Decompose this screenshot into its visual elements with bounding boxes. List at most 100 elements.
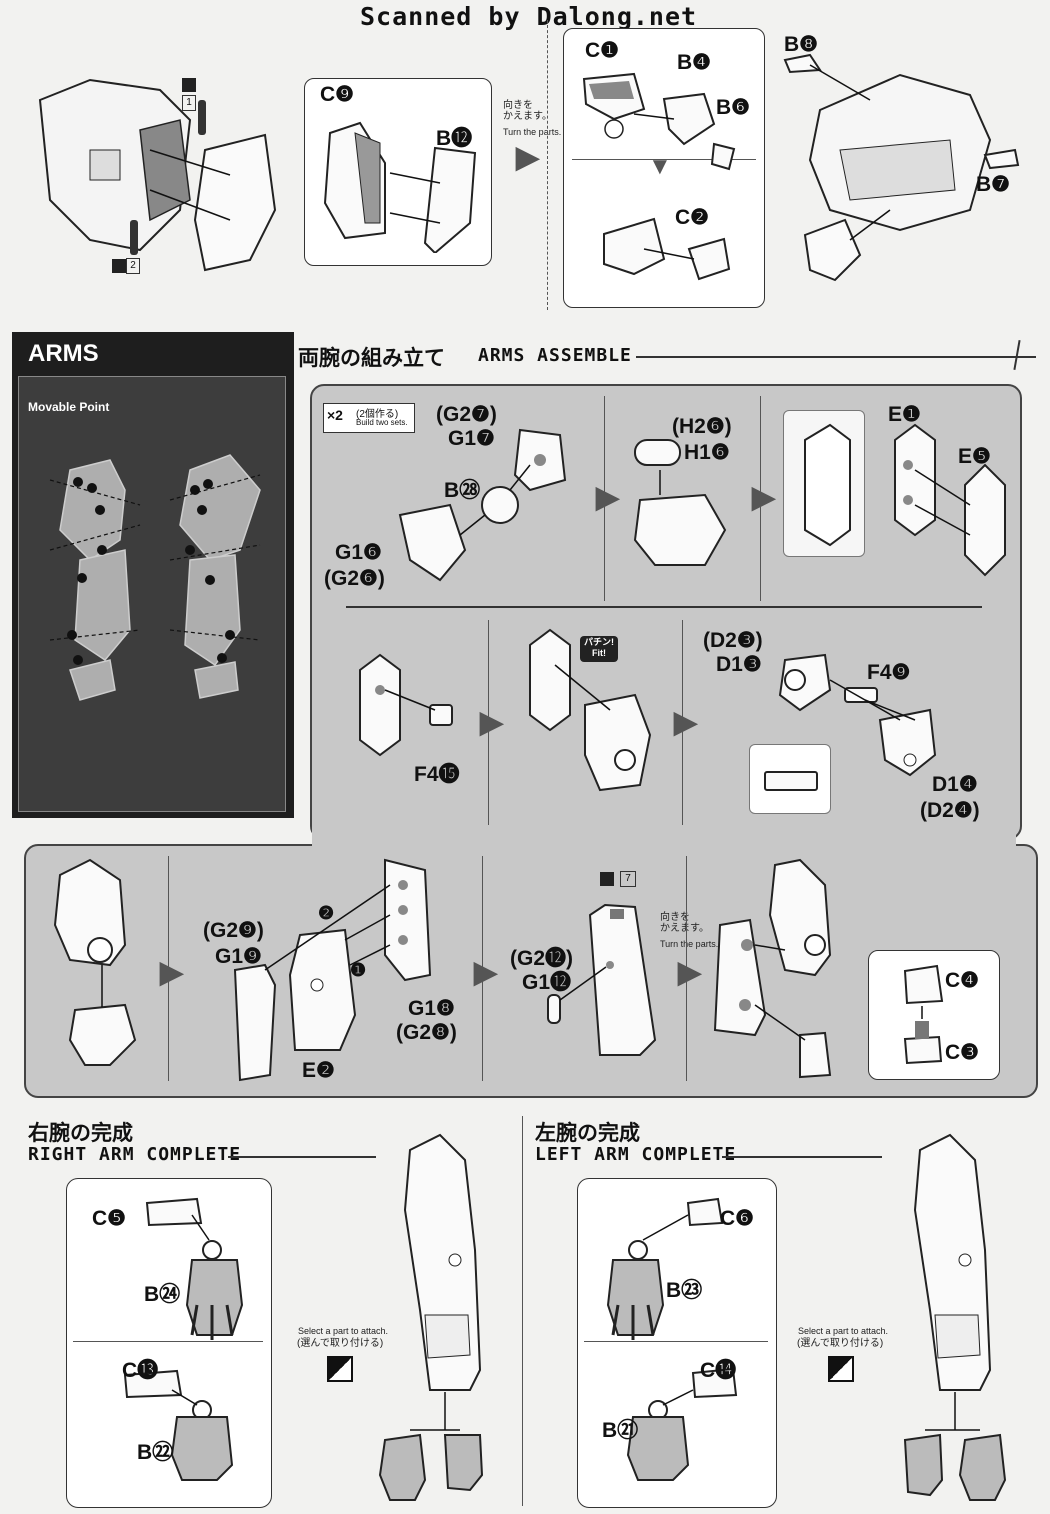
option-icon (828, 1356, 854, 1382)
step-arrow-icon: ▶ (474, 956, 498, 989)
part-label: B❹ (677, 51, 711, 74)
arms-panel-title: ARMS (28, 340, 99, 367)
arm-join-illustration (713, 858, 832, 1079)
option-icon (327, 1356, 353, 1382)
torso-illustration (38, 78, 277, 272)
callout-c9-b12 (304, 78, 492, 266)
step-arrow-icon: ▶ (480, 706, 504, 739)
part-label: D1❹ (932, 773, 978, 796)
part-label: E❷ (302, 1059, 335, 1082)
down-arrow-icon: ▼ (648, 153, 672, 180)
part-label: F4⓯ (414, 763, 460, 786)
upper-arm-step-1-illustration (398, 428, 567, 582)
part-label: B㉓ (666, 1279, 703, 1302)
armor-plate-illustration (804, 423, 1006, 577)
build-two-badge: ×2 (2個作る) Build two sets. (323, 403, 415, 433)
part-label: (D2❸) (703, 629, 763, 652)
detail-inset (749, 744, 831, 814)
part-label: G1⓬ (522, 971, 572, 994)
divider (73, 1341, 263, 1342)
select-note-jp: (選んで取り付ける) (797, 1338, 884, 1349)
step-number: ❷ (318, 903, 335, 923)
step-arrow-icon: ▶ (678, 956, 702, 989)
step-arrow-icon: ▶ (674, 706, 698, 739)
part-label: C❻ (720, 1207, 754, 1230)
part-label: B㉔ (144, 1283, 181, 1306)
part-label: C❷ (675, 206, 709, 229)
part-label: G1❽ (408, 997, 455, 1020)
select-note-en: Select a part to attach. (798, 1326, 889, 1336)
part-label: (H2❻) (672, 415, 732, 438)
forearm-seal-illustration (547, 903, 657, 1056)
turn-note-en: Turn the parts. (503, 127, 562, 137)
forearm-step-3-illustration (778, 653, 937, 777)
forearm-step-2-illustration (529, 628, 652, 792)
divider (682, 620, 683, 825)
left-arm-title-jp: 左腕の完成 (535, 1122, 640, 1145)
select-note-jp: (選んで取り付ける) (297, 1338, 384, 1349)
callout-c1-c2: ▼ (563, 28, 765, 308)
part-label: H1❻ (684, 441, 730, 464)
left-arm-complete-illustration (903, 1133, 1007, 1501)
left-arm-title-en: LEFT ARM COMPLETE (535, 1144, 737, 1165)
step-arrow-icon: ▶ (516, 141, 540, 174)
divider (584, 1341, 768, 1342)
part-label: B㉘ (444, 479, 481, 502)
part-label: G1❾ (215, 945, 262, 968)
divider (488, 620, 489, 825)
torso-back-illustration (783, 53, 1020, 282)
seal-marker-1: 1 (182, 76, 206, 111)
part-label: (D2❹) (920, 799, 980, 822)
fit-badge: パチン! Fit! (580, 636, 618, 662)
part-label: (G2❻) (324, 567, 385, 590)
arms-panel-inner (18, 376, 286, 812)
header-rule-tick (1013, 340, 1021, 370)
divider (572, 159, 756, 160)
select-note-en: Select a part to attach. (298, 1326, 389, 1336)
forearm-armor-illustration (233, 858, 432, 1082)
header-rule (722, 1156, 882, 1158)
part-label: F4❾ (867, 661, 911, 684)
part-label: D1❸ (716, 653, 762, 676)
divider (482, 856, 483, 1081)
turn-note-jp: 向きを かえます。 (503, 100, 552, 122)
left-hand-options-box (577, 1178, 777, 1508)
forearm-step-1-illustration (359, 653, 453, 757)
part-label: C❾ (320, 83, 354, 106)
part-label: E❶ (888, 403, 921, 426)
header-rule (228, 1156, 376, 1158)
part-label: C❹ (945, 969, 979, 992)
part-label: (G2❼) (436, 403, 497, 426)
part-label: C⓭ (122, 1359, 159, 1382)
watermark: Scanned by Dalong.net (360, 2, 698, 31)
step-arrow-icon: ▶ (160, 956, 184, 989)
part-label: B㉑ (602, 1419, 639, 1442)
assemble-title-en: ARMS ASSEMBLE (478, 345, 632, 366)
part-label: B❽ (784, 33, 818, 56)
part-label: (G2❽) (396, 1021, 457, 1044)
part-label: B❼ (976, 173, 1010, 196)
top-section: 1 2 C❾ B⓬ 向きを かえます。 Turn the parts. ▶ (0, 0, 1050, 320)
assemble-title-jp: 両腕の組み立て (298, 347, 445, 370)
divider (522, 1116, 523, 1506)
upper-arm-step-2-illustration (633, 439, 727, 566)
movable-point-label: Movable Point (28, 400, 110, 414)
part-label: B⓬ (436, 127, 473, 150)
turn-note-jp: 向きを かえます。 (660, 912, 709, 934)
seal-marker-7: 7 (600, 870, 644, 887)
part-label: B㉒ (137, 1441, 174, 1464)
right-hand-options-box (66, 1178, 272, 1508)
part-label: (G2⓬) (510, 947, 573, 970)
right-arm-title-jp: 右腕の完成 (28, 1122, 133, 1145)
turn-note-en: Turn the parts. (660, 939, 719, 949)
right-arm-title-en: RIGHT ARM COMPLETE (28, 1144, 242, 1165)
divider (168, 856, 169, 1081)
divider (760, 396, 761, 601)
divider (604, 396, 605, 601)
header-rule (636, 356, 1036, 358)
elbow-step-1-illustration (53, 858, 137, 1066)
divider (686, 856, 687, 1081)
step-arrow-icon: ▶ (752, 481, 776, 514)
part-label: C❺ (92, 1207, 126, 1230)
arms-movable-point-illustration (49, 454, 261, 701)
